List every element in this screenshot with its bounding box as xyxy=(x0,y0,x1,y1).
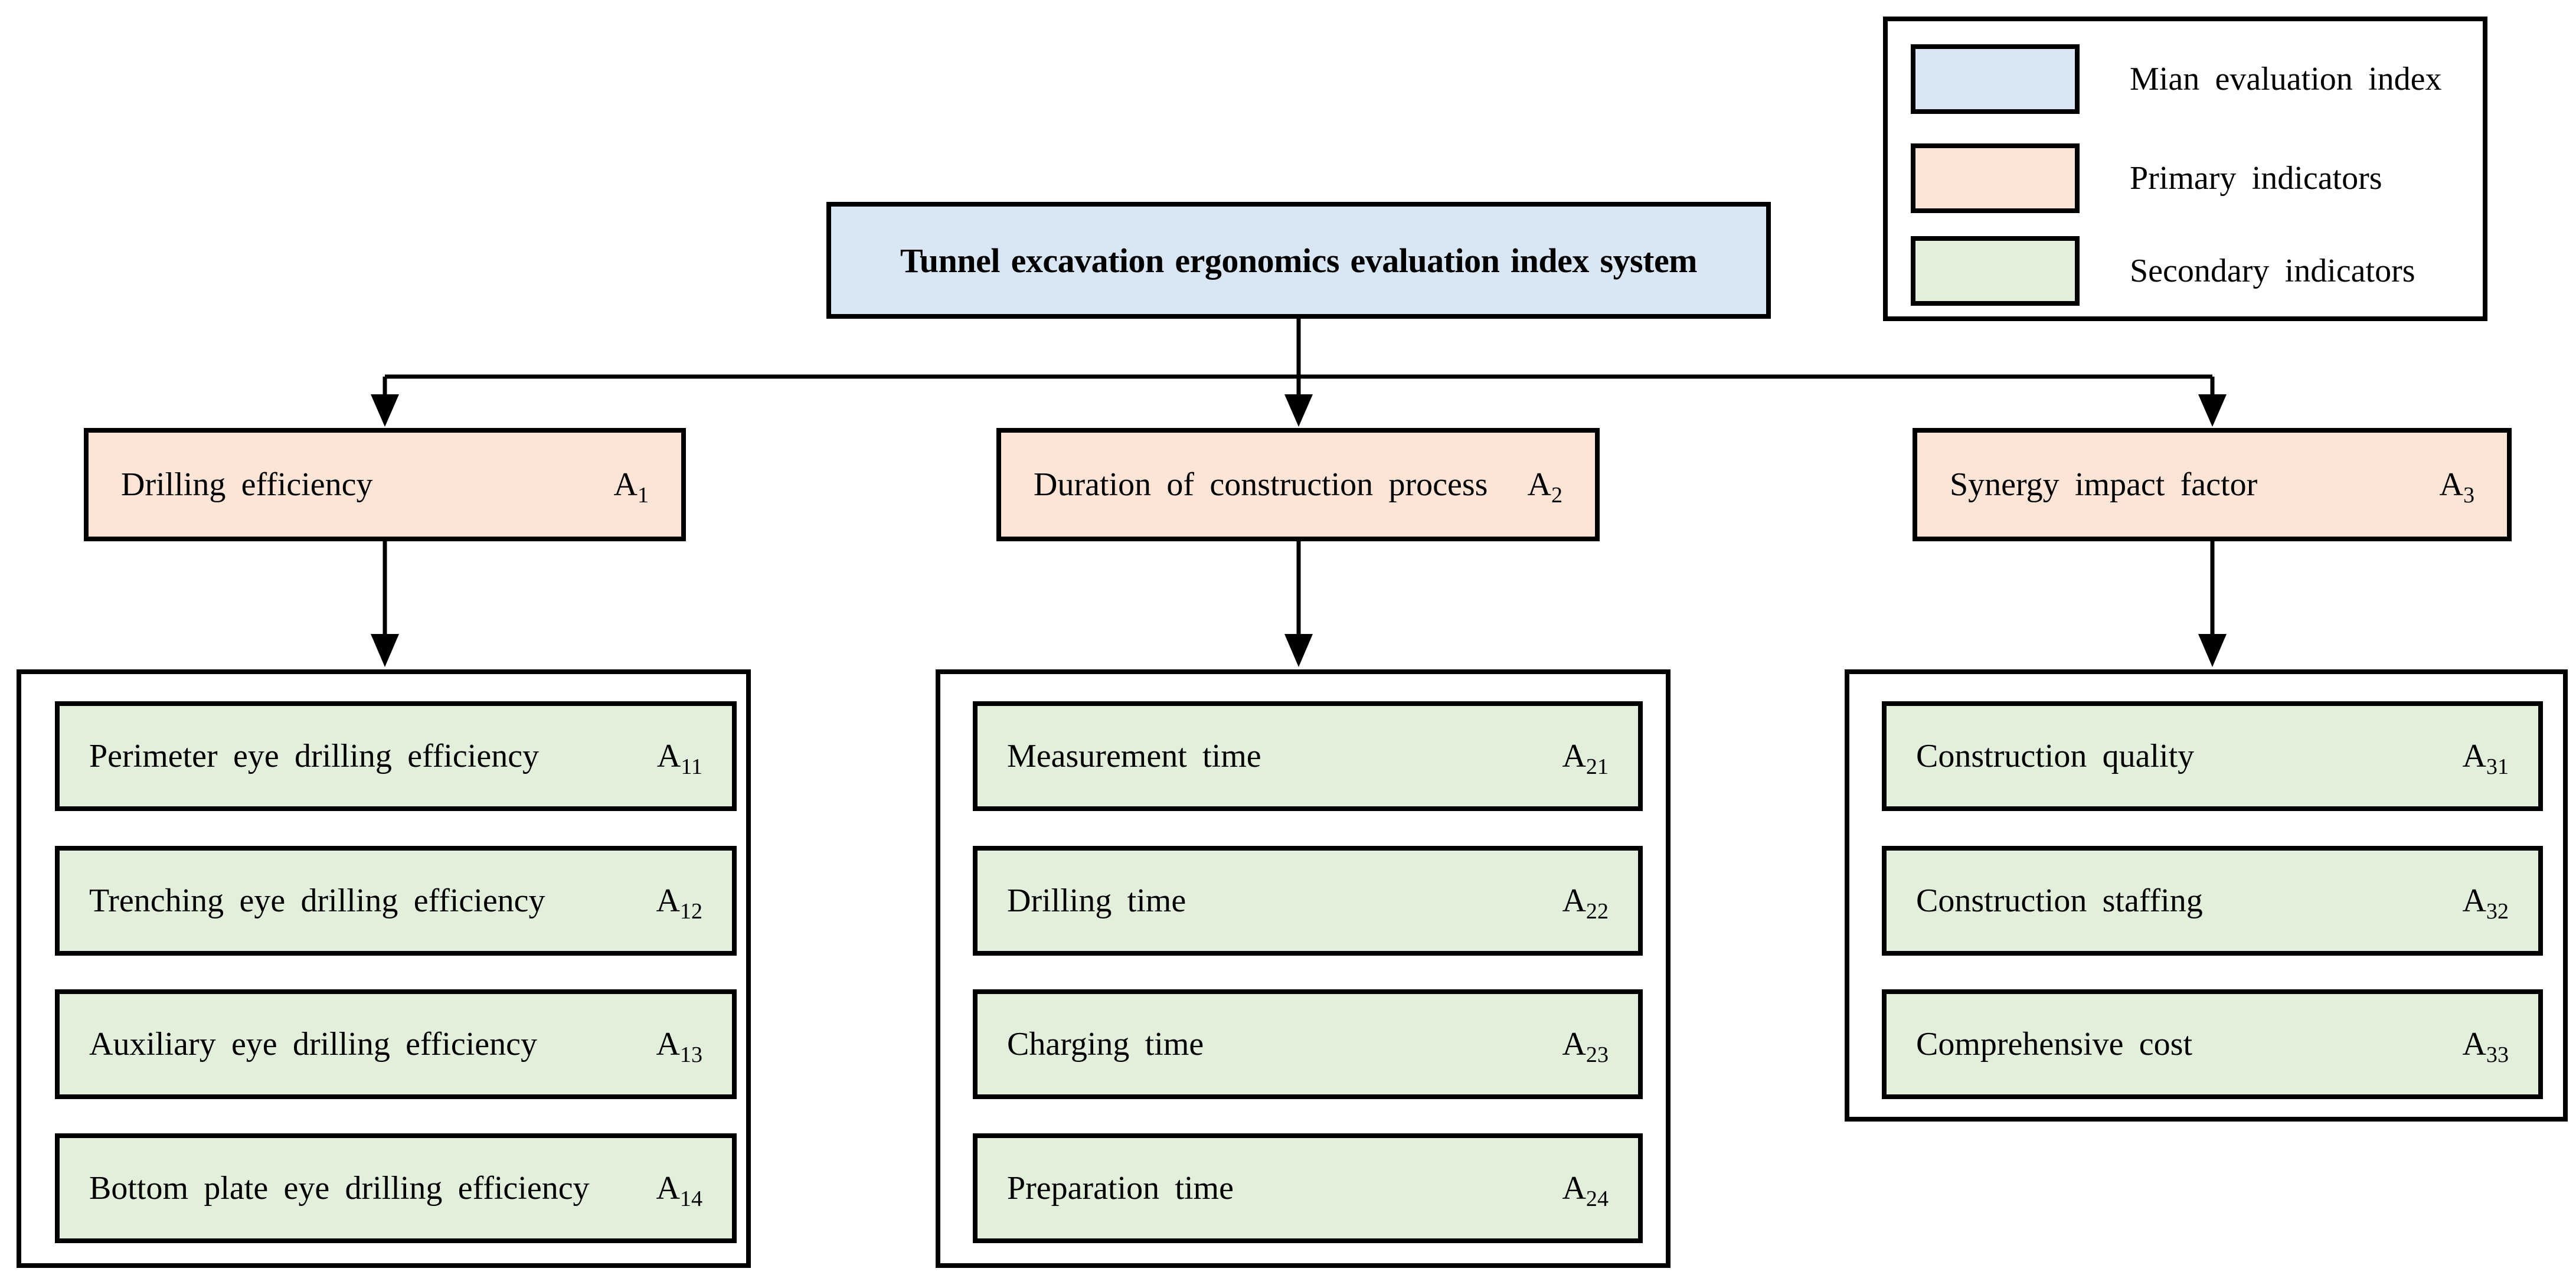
node-label: Construction staffing xyxy=(1916,882,2203,919)
node-label: Comprehensive cost xyxy=(1916,1026,2193,1063)
node-label: Preparation time xyxy=(1007,1170,1234,1207)
secondary-node-bottom-plate-eye-drilling-efficiency: Bottom plate eye drilling efficiency A14 xyxy=(55,1133,737,1243)
secondary-group-synergy-impact-factor: Construction quality A31 Construction sta… xyxy=(1845,669,2568,1122)
legend-item-primary-indicators: Primary indicators xyxy=(1911,143,2382,213)
secondary-node-trenching-eye-drilling-efficiency: Trenching eye drilling efficiency A12 xyxy=(55,846,737,956)
secondary-node-charging-time: Charging time A23 xyxy=(973,989,1643,1099)
node-label: Duration of construction process xyxy=(1034,466,1488,503)
root-node-label: Tunnel excavation ergonomics evaluation … xyxy=(900,241,1698,280)
secondary-node-auxiliary-eye-drilling-efficiency: Auxiliary eye drilling efficiency A13 xyxy=(55,989,737,1099)
node-code: A23 xyxy=(1562,1026,1609,1068)
legend: Mian evaluation index Primary indicators… xyxy=(1883,17,2487,321)
node-label: Charging time xyxy=(1007,1026,1204,1063)
legend-label: Secondary indicators xyxy=(2130,253,2415,289)
secondary-group-drilling-efficiency: Perimeter eye drilling efficiency A11 Tre… xyxy=(17,669,751,1268)
secondary-node-perimeter-eye-drilling-efficiency: Perimeter eye drilling efficiency A11 xyxy=(55,701,737,811)
secondary-node-construction-quality: Construction quality A31 xyxy=(1882,701,2543,811)
node-label-row: Drilling efficiency A1 xyxy=(89,466,681,508)
secondary-group-duration-of-construction-process: Measurement time A21 Drilling time A22 Cha… xyxy=(936,669,1671,1268)
node-code: A21 xyxy=(1562,738,1609,780)
node-label: Perimeter eye drilling efficiency xyxy=(89,738,540,774)
node-code: A3 xyxy=(2439,466,2475,508)
node-label: Synergy impact factor xyxy=(1950,466,2258,503)
secondary-node-preparation-time: Preparation time A24 xyxy=(973,1133,1643,1243)
node-label: Drilling efficiency xyxy=(121,466,373,503)
legend-item-main-evaluation-index: Mian evaluation index xyxy=(1911,44,2442,114)
secondary-node-construction-staffing: Construction staffing A32 xyxy=(1882,846,2543,956)
legend-item-secondary-indicators: Secondary indicators xyxy=(1911,236,2415,306)
node-code: A14 xyxy=(656,1170,702,1212)
secondary-node-drilling-time: Drilling time A22 xyxy=(973,846,1643,956)
node-label-row: Synergy impact factor A3 xyxy=(1917,466,2507,508)
node-label: Trenching eye drilling efficiency xyxy=(89,882,545,919)
legend-label: Mian evaluation index xyxy=(2130,61,2442,97)
node-label: Auxiliary eye drilling efficiency xyxy=(89,1026,537,1063)
node-code: A22 xyxy=(1562,882,1609,924)
legend-swatch-main-evaluation-index xyxy=(1911,44,2080,114)
arrowhead-group-2 xyxy=(2198,634,2227,667)
arrowhead-branch-2 xyxy=(2198,394,2227,427)
node-code: A32 xyxy=(2462,882,2509,924)
secondary-node-measurement-time: Measurement time A21 xyxy=(973,701,1643,811)
node-code: A2 xyxy=(1527,466,1563,508)
legend-label: Primary indicators xyxy=(2130,160,2382,197)
node-code: A1 xyxy=(613,466,649,508)
node-code: A33 xyxy=(2462,1026,2509,1068)
secondary-node-comprehensive-cost: Comprehensive cost A33 xyxy=(1882,989,2543,1099)
arrowhead-group-0 xyxy=(371,634,399,667)
node-code: A24 xyxy=(1562,1170,1609,1212)
legend-swatch-secondary-indicators xyxy=(1911,236,2080,306)
node-code: A12 xyxy=(656,882,702,924)
node-label: Construction quality xyxy=(1916,738,2195,774)
node-code: A13 xyxy=(656,1026,702,1068)
node-code: A31 xyxy=(2462,738,2509,780)
primary-node-synergy-impact-factor: Synergy impact factor A3 xyxy=(1913,428,2512,541)
node-label: Measurement time xyxy=(1007,738,1261,774)
arrowhead-branch-0 xyxy=(371,394,399,427)
legend-swatch-primary-indicators xyxy=(1911,143,2080,213)
node-code: A11 xyxy=(656,738,702,780)
arrowhead-branch-1 xyxy=(1284,394,1313,427)
node-label-row: Duration of construction process A2 xyxy=(1001,466,1595,508)
arrowhead-group-1 xyxy=(1284,634,1313,667)
root-node: Tunnel excavation ergonomics evaluation … xyxy=(826,202,1771,319)
primary-node-drilling-efficiency: Drilling efficiency A1 xyxy=(84,428,686,541)
primary-node-duration-of-construction-process: Duration of construction process A2 xyxy=(996,428,1600,541)
node-label: Drilling time xyxy=(1007,882,1186,919)
node-label: Bottom plate eye drilling efficiency xyxy=(89,1170,590,1207)
